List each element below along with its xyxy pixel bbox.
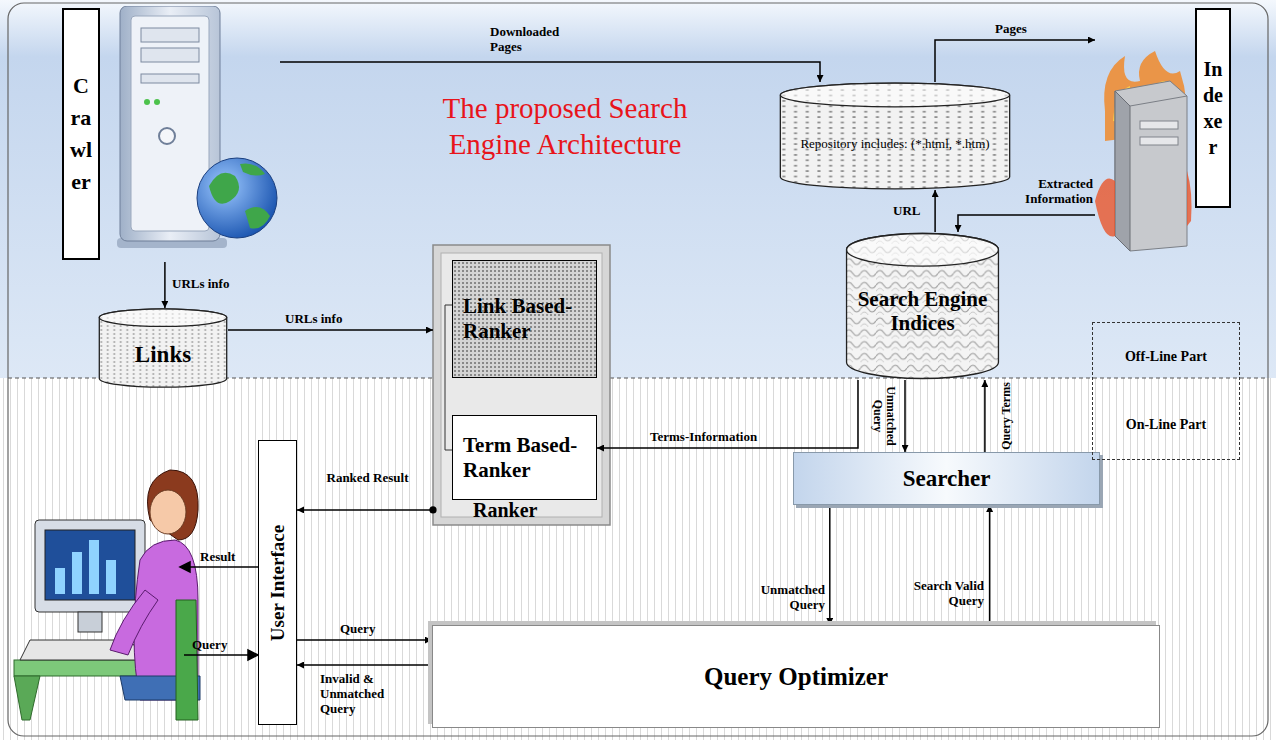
edge-label: URLs info bbox=[172, 276, 252, 291]
connector-arrow bbox=[989, 505, 991, 625]
edge-label: URL bbox=[893, 203, 933, 218]
indices-database: Search Engine Indices bbox=[845, 232, 1000, 380]
indexer-box: Indexer bbox=[1095, 6, 1235, 256]
links-database: Links bbox=[98, 308, 228, 388]
node-text: On-Line Part bbox=[1126, 417, 1207, 433]
term-ranker-box: Term Based-Ranker bbox=[452, 415, 597, 500]
io-label: Result bbox=[200, 549, 235, 564]
node-text: Links bbox=[135, 342, 191, 368]
user-interface-box: User Interface bbox=[258, 440, 297, 725]
connector-arrow bbox=[829, 505, 831, 625]
edge-label: Invalid & Unmatched Query bbox=[320, 671, 404, 716]
crawler-box: Crawler bbox=[60, 6, 280, 262]
node-text: Searcher bbox=[903, 466, 991, 492]
node-text: Indexer bbox=[1203, 56, 1223, 160]
edge-label: Ranked Result bbox=[325, 470, 410, 485]
edge-label: URLs info bbox=[285, 311, 385, 326]
ranker-group: Ranker Link Based-RankerTerm Based-Ranker bbox=[433, 245, 610, 525]
connector-arrow bbox=[935, 40, 1095, 82]
indexer-server bbox=[1095, 51, 1193, 256]
searcher-box: Searcher bbox=[793, 452, 1100, 505]
query-optimizer-box: Query Optimizer bbox=[432, 625, 1160, 728]
node-text: User Interface bbox=[267, 524, 289, 640]
diagram-title: The proposed Search Engine Architecture bbox=[405, 90, 725, 162]
user-illustration bbox=[14, 470, 200, 720]
edge-label: Unmatched Query bbox=[735, 582, 825, 612]
crawler-computer bbox=[105, 6, 280, 256]
edge-label: Search Valid Query bbox=[880, 578, 984, 608]
node-text: Query Optimizer bbox=[704, 663, 888, 691]
connector-arrow bbox=[984, 380, 986, 452]
connector-arrow bbox=[297, 639, 432, 641]
connector-arrow bbox=[958, 215, 1095, 232]
edge-label: Pages bbox=[995, 21, 1055, 36]
repository-database: Repository includes: (*.html, *.htm) bbox=[778, 82, 1012, 190]
node-text: Crawler bbox=[70, 70, 92, 198]
node-text: Term Based-Ranker bbox=[463, 433, 586, 483]
connector-arrow bbox=[597, 380, 858, 448]
connector-arrow bbox=[934, 190, 936, 232]
connector-arrow bbox=[280, 62, 820, 82]
label-frame: Indexer bbox=[1195, 8, 1231, 208]
edge-label: Extracted Information bbox=[985, 176, 1093, 206]
connector-arrow bbox=[228, 329, 433, 331]
edge-label: Unmatched Query bbox=[871, 380, 897, 452]
user-arrows bbox=[180, 562, 258, 660]
edge-label: Query bbox=[340, 621, 420, 636]
node-text: Repository includes: (*.html, *.htm) bbox=[800, 135, 989, 152]
connector-arrow bbox=[164, 262, 166, 308]
node-text: Link Based-Ranker bbox=[463, 294, 586, 344]
node-text: Off-Line Part bbox=[1125, 349, 1207, 365]
node-text: Ranker bbox=[473, 499, 537, 522]
edge-label: Terms-Information bbox=[650, 429, 810, 444]
connector-arrow bbox=[297, 664, 432, 666]
ranker-fill bbox=[433, 245, 610, 525]
ranker-inner-fill bbox=[441, 253, 602, 517]
label-frame: Crawler bbox=[62, 8, 100, 260]
edge-label: Query Terms bbox=[1000, 380, 1013, 452]
connector-arrow bbox=[904, 380, 906, 452]
node-text: Search Engine Indices bbox=[853, 287, 992, 335]
ranker-bracket bbox=[445, 305, 452, 450]
io-label: Query bbox=[192, 637, 227, 652]
line-part-legend-box: Off-Line PartOn-Line Part bbox=[1092, 322, 1240, 460]
connector-arrow bbox=[297, 509, 433, 511]
link-ranker-box: Link Based-Ranker bbox=[452, 260, 597, 378]
edge-label: Downloaded Pages bbox=[490, 24, 580, 54]
